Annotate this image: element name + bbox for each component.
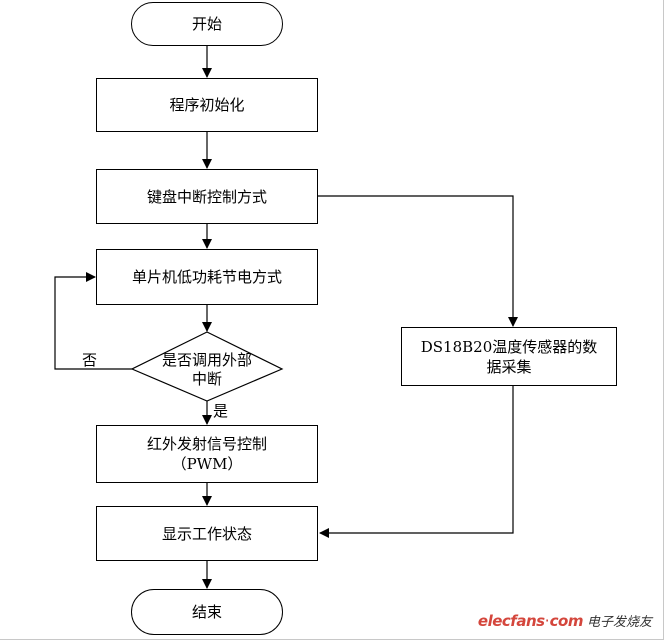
arrow-keyboard-to-ds18b20 bbox=[317, 195, 518, 327]
ir-signal-process: 红外发射信号控制 （PWM） bbox=[96, 425, 318, 483]
watermark-tld: com bbox=[549, 612, 584, 630]
arrow-no-loop bbox=[54, 272, 132, 370]
display-label: 显示工作状态 bbox=[161, 524, 252, 543]
init-label: 程序初始化 bbox=[169, 96, 245, 114]
decision-label-line1: 是否调用外部 bbox=[161, 351, 252, 369]
ir-label-line1: 红外发射信号控制 bbox=[146, 435, 267, 453]
start-label: 开始 bbox=[191, 15, 222, 33]
decision-text: 是否调用外部 中断 bbox=[140, 349, 274, 391]
ds18b20-label-line2: 据采集 bbox=[486, 357, 532, 376]
watermark-cn: 电子发烧友 bbox=[586, 615, 652, 630]
ds18b20-process: DS18B20温度传感器的数 据采集 bbox=[401, 327, 617, 386]
keyboard-label: 键盘中断控制方式 bbox=[146, 187, 267, 206]
watermark-dot: · bbox=[544, 611, 550, 630]
lowpower-label: 单片机低功耗节电方式 bbox=[131, 268, 282, 286]
keyboard-interrupt-process: 键盘中断控制方式 bbox=[96, 169, 318, 224]
watermark-brand: elecfans bbox=[477, 612, 545, 630]
end-label: 结束 bbox=[191, 603, 222, 621]
ir-label-line2: （PWM） bbox=[171, 455, 243, 473]
start-terminal: 开始 bbox=[131, 2, 283, 46]
decision-diamond bbox=[130, 331, 284, 402]
no-branch-label: 否 bbox=[82, 351, 98, 369]
arrow-ds18b20-to-display bbox=[319, 386, 514, 538]
display-process: 显示工作状态 bbox=[96, 506, 318, 561]
decision-label-line2: 中断 bbox=[191, 370, 222, 388]
ds18b20-label-line1: DS18B20温度传感器的数 bbox=[420, 337, 598, 356]
yes-branch-label: 是 bbox=[213, 402, 229, 420]
init-process: 程序初始化 bbox=[96, 78, 318, 132]
end-terminal: 结束 bbox=[131, 589, 283, 635]
low-power-process: 单片机低功耗节电方式 bbox=[96, 249, 318, 305]
